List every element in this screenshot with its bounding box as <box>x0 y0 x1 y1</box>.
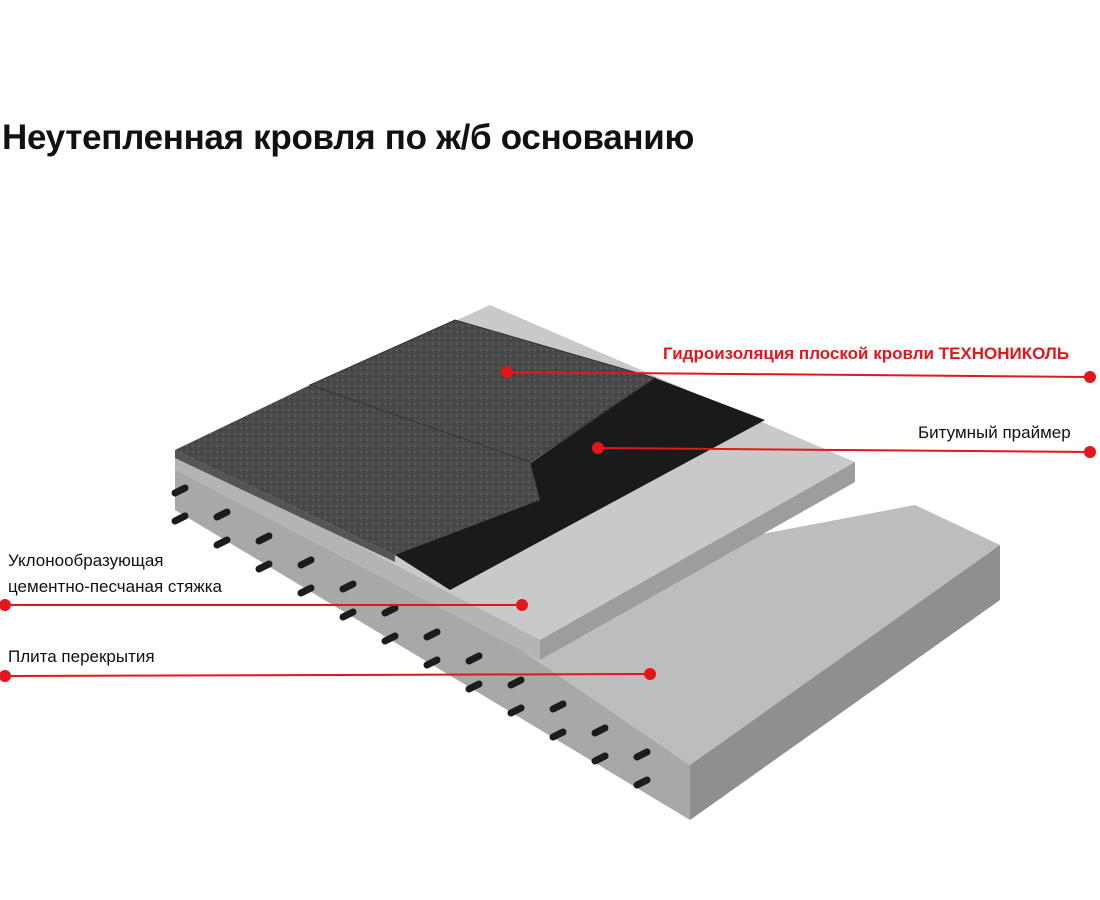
rebar-end <box>297 556 315 569</box>
rebar-end <box>549 728 567 741</box>
rebar-end <box>171 512 189 525</box>
label-screed-line2: цементно-песчаная стяжка <box>8 577 223 596</box>
leader-lines <box>0 366 1096 682</box>
rebar-end <box>171 484 189 497</box>
bitumen-primer <box>395 378 765 590</box>
rebar-end <box>255 560 273 573</box>
rebar-end <box>339 608 357 621</box>
rebar-end <box>381 604 399 617</box>
rebar-end <box>213 508 231 521</box>
membrane-sheets <box>175 319 657 562</box>
rebar-end <box>213 536 231 549</box>
rebar-end <box>633 776 651 789</box>
rebar-end <box>465 652 483 665</box>
rebar-end <box>423 656 441 669</box>
rebar-end <box>591 724 609 737</box>
rebar-end <box>591 752 609 765</box>
label-slab: Плита перекрытия <box>8 647 155 666</box>
rebar-end <box>339 580 357 593</box>
rebar-end <box>297 584 315 597</box>
rebar-end <box>507 704 525 717</box>
rebar-end <box>423 628 441 641</box>
rebar-ends <box>171 484 651 789</box>
label-membrane: Гидроизоляция плоской кровли ТЕХНОНИКОЛЬ <box>663 344 1070 363</box>
rebar-end <box>633 748 651 761</box>
label-primer: Битумный праймер <box>918 423 1071 442</box>
rebar-end <box>255 532 273 545</box>
rebar-end <box>465 680 483 693</box>
label-screed-line1: Уклонообразующая <box>8 551 164 570</box>
rebar-end <box>507 676 525 689</box>
page-title: Неутепленная кровля по ж/б основанию <box>2 118 695 157</box>
rebar-end <box>549 700 567 713</box>
rebar-end <box>381 632 399 645</box>
